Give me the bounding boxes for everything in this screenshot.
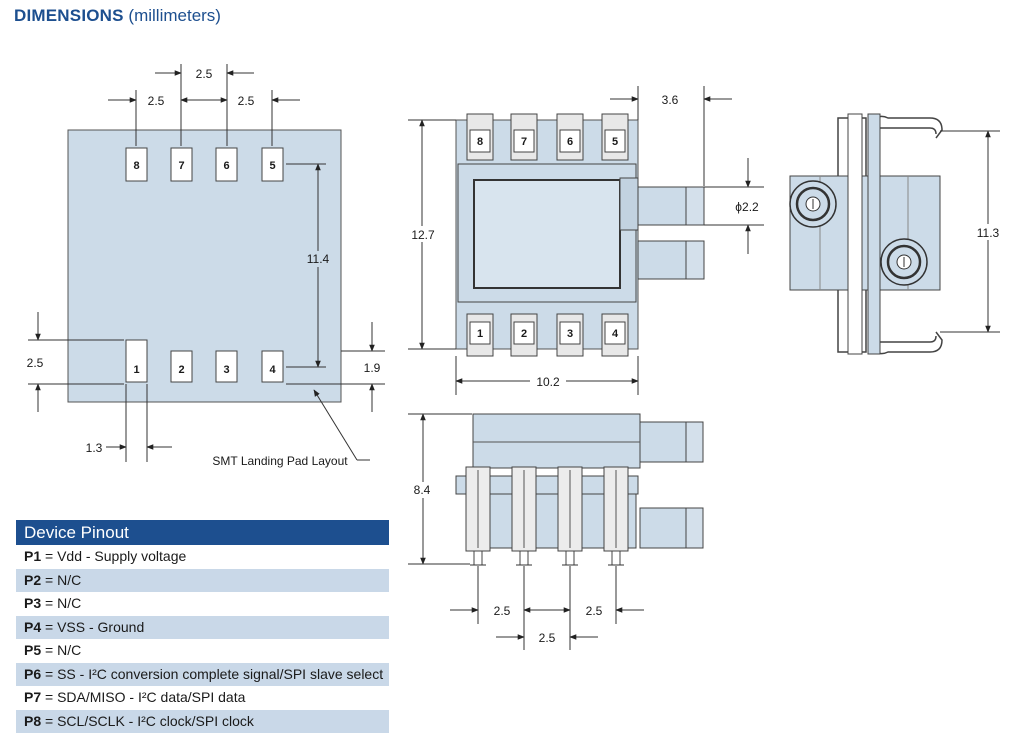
dim-front-pitch-mid: 2.5	[539, 631, 556, 645]
dim-pad-width: 1.3	[86, 441, 103, 455]
dim-pad-offset: 1.9	[364, 361, 381, 375]
pinout-row: P3 = N/C	[16, 592, 389, 616]
page-title: DIMENSIONS (millimeters)	[14, 6, 221, 26]
pinout-row: P6 = SS - I²C conversion complete signal…	[16, 662, 389, 686]
dim-row-span: 11.4	[307, 252, 330, 266]
pin-id: P3	[24, 595, 42, 611]
pin-id: P1	[24, 548, 42, 564]
pin-description: = N/C	[41, 571, 82, 588]
pinout-row: P4 = VSS - Ground	[16, 615, 389, 639]
pin-description: = N/C	[41, 595, 82, 611]
pin-description: = VSS - Ground	[41, 618, 145, 635]
top-pin-4: 4	[612, 328, 619, 340]
dim-body-height: 12.7	[411, 228, 435, 242]
device-pinout-table: Device Pinout P1 = Vdd - Supply voltage …	[16, 520, 389, 733]
pin-description: = Vdd - Supply voltage	[41, 548, 187, 564]
dim-pitch-left: 2.5	[148, 94, 165, 108]
front-view: 8.4 2.5 2.5 2.5	[408, 413, 704, 650]
dim-pitch-right: 2.5	[238, 94, 255, 108]
pin-id: P5	[24, 642, 42, 658]
dim-pitch-top: 2.5	[196, 67, 213, 81]
pinout-row: P1 = Vdd - Supply voltage	[16, 545, 389, 569]
pad-label-5: 5	[269, 160, 275, 172]
top-pin-2: 2	[521, 328, 527, 340]
pin-id: P2	[24, 571, 42, 588]
landing-pad-view: 8 7 6 5 1 2 3 4 2.5 2.5 2.5	[27, 64, 385, 468]
pin-description: = SDA/MISO - I²C data/SPI data	[41, 689, 246, 705]
title-unit: (millimeters)	[128, 6, 221, 25]
top-pin-7: 7	[521, 136, 527, 148]
pin-description: = SS - I²C conversion complete signal/SP…	[41, 665, 384, 682]
dim-port-diameter: ϕ2.2	[735, 200, 759, 214]
pinout-header: Device Pinout	[16, 520, 389, 545]
title-main: DIMENSIONS	[14, 6, 124, 25]
pin-id: P7	[24, 689, 42, 705]
dim-port-length: 3.6	[662, 93, 679, 107]
pinout-row: P5 = N/C	[16, 639, 389, 663]
top-pin-3: 3	[567, 328, 573, 340]
pin-id: P6	[24, 665, 42, 682]
top-pin-6: 6	[567, 136, 573, 148]
pinout-row: P7 = SDA/MISO - I²C data/SPI data	[16, 686, 389, 710]
dim-body-width: 10.2	[536, 375, 560, 389]
pad-label-7: 7	[178, 160, 184, 172]
pin-id: P4	[24, 618, 42, 635]
pad-label-1: 1	[133, 364, 139, 376]
pin-description: = SCL/SCLK - I²C clock/SPI clock	[41, 712, 254, 729]
top-pin-1: 1	[477, 328, 483, 340]
top-pin-8: 8	[477, 136, 483, 148]
dim-front-height: 8.4	[414, 483, 431, 497]
dim-front-pitch-right: 2.5	[586, 604, 603, 618]
pad-label-3: 3	[223, 364, 229, 376]
landing-pad-callout: SMT Landing Pad Layout	[212, 454, 348, 468]
dim-front-pitch-left: 2.5	[494, 604, 511, 618]
pad-label-6: 6	[223, 160, 229, 172]
top-view: 8 7 6 5 1 2 3 4 12.7 10.2	[408, 86, 764, 395]
top-pin-5: 5	[612, 136, 618, 148]
pad-label-8: 8	[133, 160, 139, 172]
pinout-row: P8 = SCL/SCLK - I²C clock/SPI clock	[16, 709, 389, 733]
pin-id: P8	[24, 712, 42, 729]
dim-pad-length: 2.5	[27, 356, 44, 370]
pad-label-2: 2	[178, 364, 184, 376]
pin-description: = N/C	[41, 642, 82, 658]
side-view: 11.3	[789, 113, 1003, 355]
pad-label-4: 4	[269, 364, 276, 376]
dim-side-height: 11.3	[977, 226, 1000, 240]
pinout-row: P2 = N/C	[16, 568, 389, 592]
